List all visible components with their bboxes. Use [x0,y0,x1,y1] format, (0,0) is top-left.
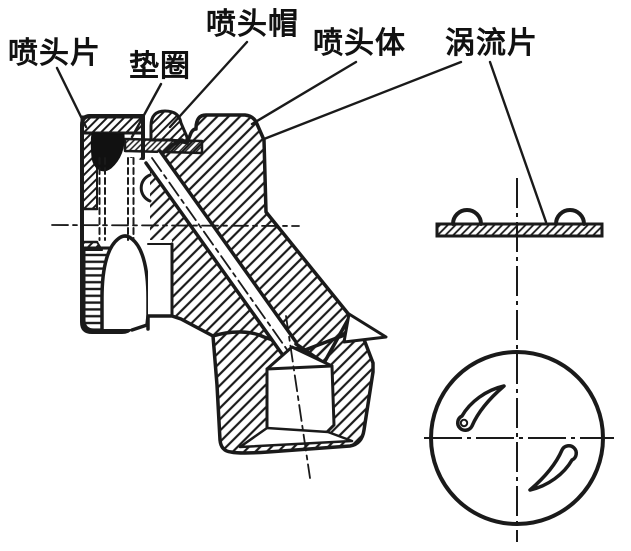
leader-nozzle-plate [55,66,88,129]
leader-swirl-plate-left [262,60,463,141]
nozzle-body-section [160,113,352,365]
arm-notch [342,312,388,344]
label-nozzle-plate: 喷头片 [8,37,101,70]
insert-bell-dome [100,234,150,331]
leader-nozzle-body [250,60,358,126]
swirl-bump-right [554,208,586,226]
insert-cylinder [147,242,174,318]
bottom-contour [130,314,215,338]
label-washer: 垫圈 [129,50,191,83]
swirl-chamber [139,173,152,203]
leader-washer [130,82,163,139]
swirl-slot-lower [528,443,579,492]
hex-socket [238,345,354,449]
thread-lines [98,157,135,241]
leader-nozzle-cap [168,40,249,129]
label-nozzle-body: 喷头体 [313,27,406,60]
swirl-bump-left [451,208,483,226]
swirl-plate-side-view [435,208,604,238]
centerlines [51,157,311,479]
body-left-section [127,157,282,354]
leader-lines [55,40,548,224]
outlet-axis [285,315,311,479]
swirl-plate-top-view [424,178,614,542]
washer-section [123,137,204,155]
label-nozzle-cap: 喷头帽 [206,8,299,41]
label-swirl-plate: 涡流片 [445,27,538,60]
nozzle-plate-solid [90,132,125,172]
main-assembly-section [51,109,388,479]
leader-swirl-plate-right [488,60,548,224]
channel-axis [151,157,289,352]
horizontal-axis [51,224,300,227]
swirl-plate-bar [435,222,604,238]
swirl-slot-upper [455,384,506,433]
part-labels: 喷头片 垫圈 喷头帽 喷头体 涡流片 [8,8,538,83]
